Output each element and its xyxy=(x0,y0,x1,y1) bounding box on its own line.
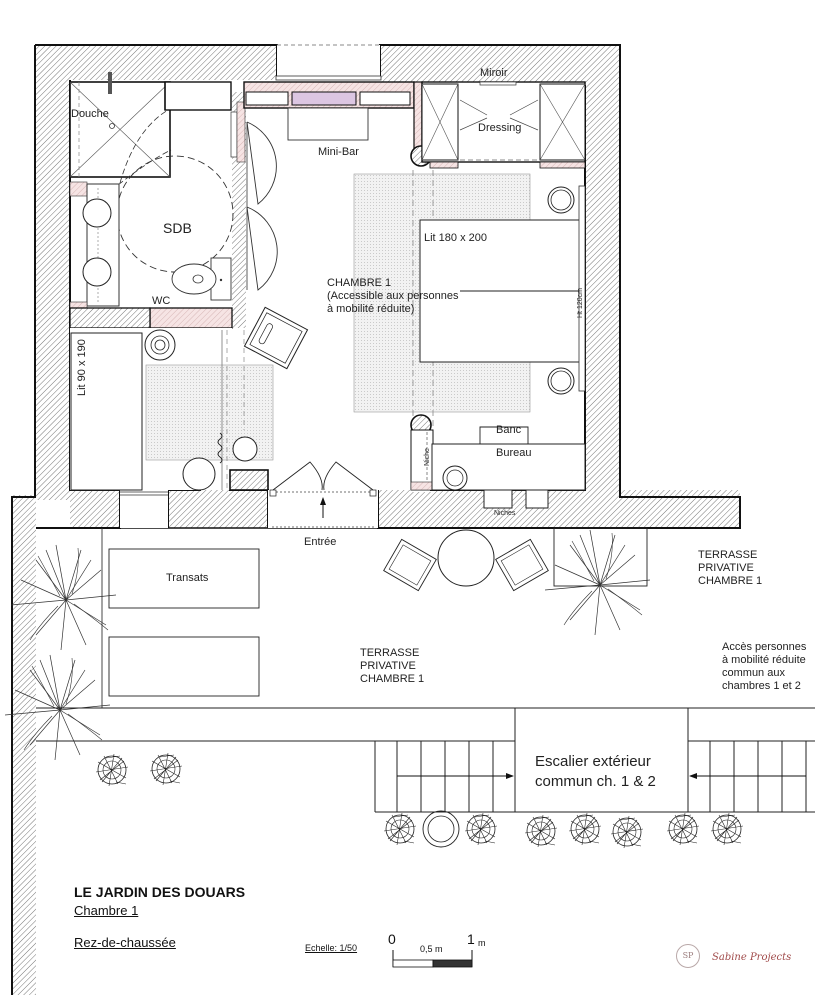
exterior-stairs xyxy=(374,708,815,813)
label-bedroom-accessibility: (Accessible aux personnes à mobilité réd… xyxy=(327,290,459,315)
room-subtitle: Chambre 1 xyxy=(74,903,139,918)
bathroom-doors xyxy=(246,121,278,291)
label-accessibility-access: Accès personnes à mobilité réduite commu… xyxy=(722,641,807,692)
brand-logo-icon: SP xyxy=(676,944,700,968)
bedroom-furniture xyxy=(243,170,586,509)
scale-mid: 0,5 m xyxy=(420,944,443,954)
brand-signature: Sabine Projects xyxy=(712,952,792,963)
scale-label: Echelle: 1/50 xyxy=(305,943,358,953)
scale-start: 0 xyxy=(388,931,396,947)
bathroom xyxy=(69,72,246,329)
label-headboard-height: Ht 120cm xyxy=(577,288,584,318)
label-wc: WC xyxy=(152,295,171,307)
label-dressing: Dressing xyxy=(478,122,522,134)
label-desk: Bureau xyxy=(496,447,532,459)
label-double-bed: Lit 180 x 200 xyxy=(424,232,487,244)
dressing xyxy=(421,81,586,169)
label-single-bed: Lit 90 x 190 xyxy=(76,339,88,396)
window-bottom xyxy=(120,490,168,528)
scale-end: 1 xyxy=(467,931,475,947)
label-entrance: Entrée xyxy=(304,536,337,548)
label-bench: Banc xyxy=(496,424,522,436)
single-bed-area xyxy=(70,328,274,491)
label-shower: Douche xyxy=(71,108,109,120)
scale-end-unit: m xyxy=(478,938,486,948)
label-mirror: Miroir xyxy=(480,67,508,79)
label-niche: Niche xyxy=(424,448,431,466)
window-top xyxy=(275,44,382,81)
label-niches: Niches xyxy=(494,510,516,517)
plants xyxy=(95,752,744,849)
label-bedroom-title: CHAMBRE 1 xyxy=(327,277,392,289)
project-title: LE JARDIN DES DOUARS xyxy=(74,884,246,900)
scale-bar xyxy=(392,950,473,968)
floor-level: Rez-de-chaussée xyxy=(74,935,176,950)
label-loungers: Transats xyxy=(166,572,209,584)
label-terrace-right: TERRASSE PRIVATIVE CHAMBRE 1 xyxy=(698,549,763,587)
label-minibar: Mini-Bar xyxy=(318,146,359,158)
label-exterior-stairs: Escalier extérieur commun ch. 1 & 2 xyxy=(535,753,656,790)
label-terrace-center: TERRASSE PRIVATIVE CHAMBRE 1 xyxy=(360,647,425,685)
minibar-cabinet xyxy=(243,81,432,167)
terrace xyxy=(4,527,815,761)
entrance-door xyxy=(268,461,378,528)
label-bathroom: SDB xyxy=(163,220,192,236)
